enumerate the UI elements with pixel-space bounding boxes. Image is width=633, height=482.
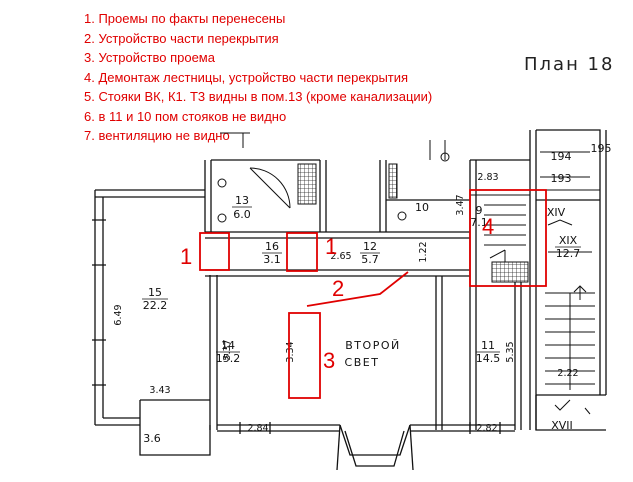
- note-2: 2. Устройство части перекрытия: [84, 31, 279, 46]
- second-light-label: ВТОРОЙ СВЕТ: [345, 339, 400, 369]
- room-11-area: 14.5: [476, 352, 501, 365]
- marker-1b: 1: [325, 234, 337, 259]
- dim-2-84: 2.84: [247, 423, 268, 434]
- opening-box-3: [288, 312, 321, 399]
- dim-3-6: 3.6: [143, 432, 161, 445]
- room-9-area: 7.1: [470, 216, 488, 229]
- shower-tile: [297, 163, 317, 205]
- room-16-number: 16: [265, 240, 279, 253]
- note-3: 3. Устройство проема: [84, 50, 215, 65]
- room-9-number: 9: [476, 204, 483, 217]
- stair-tile: [491, 261, 529, 283]
- opening-box-1b: [286, 232, 318, 272]
- room-15-number: 15: [148, 286, 162, 299]
- room-13-area: 6.0: [233, 208, 251, 221]
- second-light-line-2: СВЕТ: [345, 356, 380, 369]
- note-4: 4. Демонтаж лестницы, устройство части п…: [84, 70, 409, 85]
- note-1: 1. Проемы по факты перенесены: [84, 11, 286, 26]
- second-light-line-1: ВТОРОЙ: [345, 339, 400, 352]
- marker-3: 3: [323, 348, 335, 373]
- room-xvii-number: XVII: [551, 419, 573, 432]
- red-annotations: [199, 189, 547, 399]
- dim-2-83: 2.83: [477, 172, 498, 183]
- dimension-labels: 2.83 3.47 2.65 1.22 6.49 5.37 3.34 5.35 …: [113, 172, 579, 445]
- note-5: 5. Стояки ВК, К1. Т3 видны в пом.13 (кро…: [84, 89, 433, 104]
- dim-5-35: 5.35: [505, 341, 516, 362]
- stair-box-4: [469, 189, 547, 287]
- room-xix-number: XIX: [559, 234, 578, 247]
- red-marker-numbers: 1 1 2 3 4: [180, 214, 494, 373]
- dim-2-22: 2.22: [557, 368, 578, 379]
- room-14-area: 15.2: [216, 352, 241, 365]
- room-11-number: 11: [481, 339, 495, 352]
- room-16-area: 3.1: [263, 253, 281, 266]
- walls: [92, 129, 607, 471]
- room-14-number: 14: [221, 339, 235, 352]
- dim-3-43: 3.43: [149, 385, 170, 396]
- room-10-number: 10: [415, 201, 429, 214]
- dim-2-65: 2.65: [330, 251, 351, 262]
- room-193-number: 193: [551, 172, 572, 185]
- dim-3-47: 3.47: [455, 194, 466, 215]
- fixtures: [217, 132, 600, 415]
- overlap-pointer-2: [306, 271, 409, 307]
- marker-2: 2: [332, 276, 344, 301]
- note-7: 7. вентиляцию не видно: [84, 128, 230, 143]
- dim-2-82: 2.82: [476, 423, 497, 434]
- room-195-number: 195: [591, 142, 612, 155]
- room-xiv-number: XIV: [547, 206, 566, 219]
- room-12-area: 5.7: [361, 253, 379, 266]
- marker-1a: 1: [180, 244, 192, 269]
- room-12-number: 12: [363, 240, 377, 253]
- dim-1-22: 1.22: [418, 241, 429, 262]
- dim-6-49: 6.49: [113, 304, 124, 325]
- marker-4: 4: [482, 214, 494, 239]
- room-labels: 13 6.0 16 3.1 12 5.7 15 22.2 14 15.2 11 …: [142, 142, 612, 432]
- opening-box-1a: [199, 232, 230, 271]
- note-6: 6. в 11 и 10 пом стояков не видно: [84, 109, 287, 124]
- dim-3-34: 3.34: [285, 341, 296, 362]
- room-xix-area: 12.7: [556, 247, 581, 260]
- dim-5-37: 5.37: [222, 339, 233, 360]
- room-13-number: 13: [235, 194, 249, 207]
- plan-title: План 18: [524, 54, 615, 75]
- room-15-area: 22.2: [143, 299, 168, 312]
- room-194-number: 194: [551, 150, 572, 163]
